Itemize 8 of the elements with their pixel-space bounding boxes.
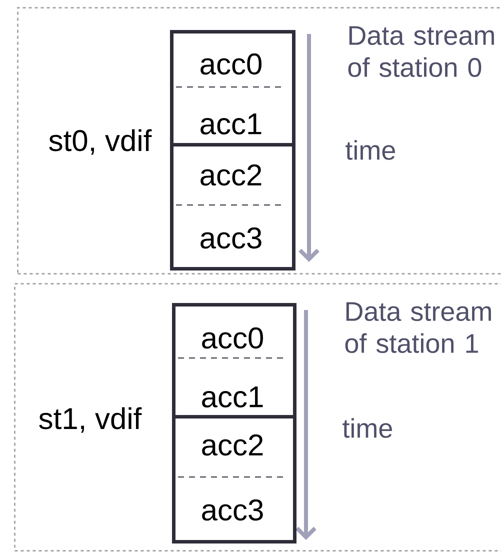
- panel-title: Data stream of station 0: [348, 26, 494, 78]
- panel-title: Data stream of station 1: [345, 302, 491, 354]
- time-label: time: [346, 140, 395, 160]
- buffer-box: acc2 acc3: [170, 143, 296, 270]
- buffer-box: acc2 acc3: [172, 415, 296, 544]
- stream-label: st1, vdif: [39, 407, 142, 433]
- time-label: time: [342, 418, 392, 438]
- stream-label: st0, vdif: [49, 129, 152, 155]
